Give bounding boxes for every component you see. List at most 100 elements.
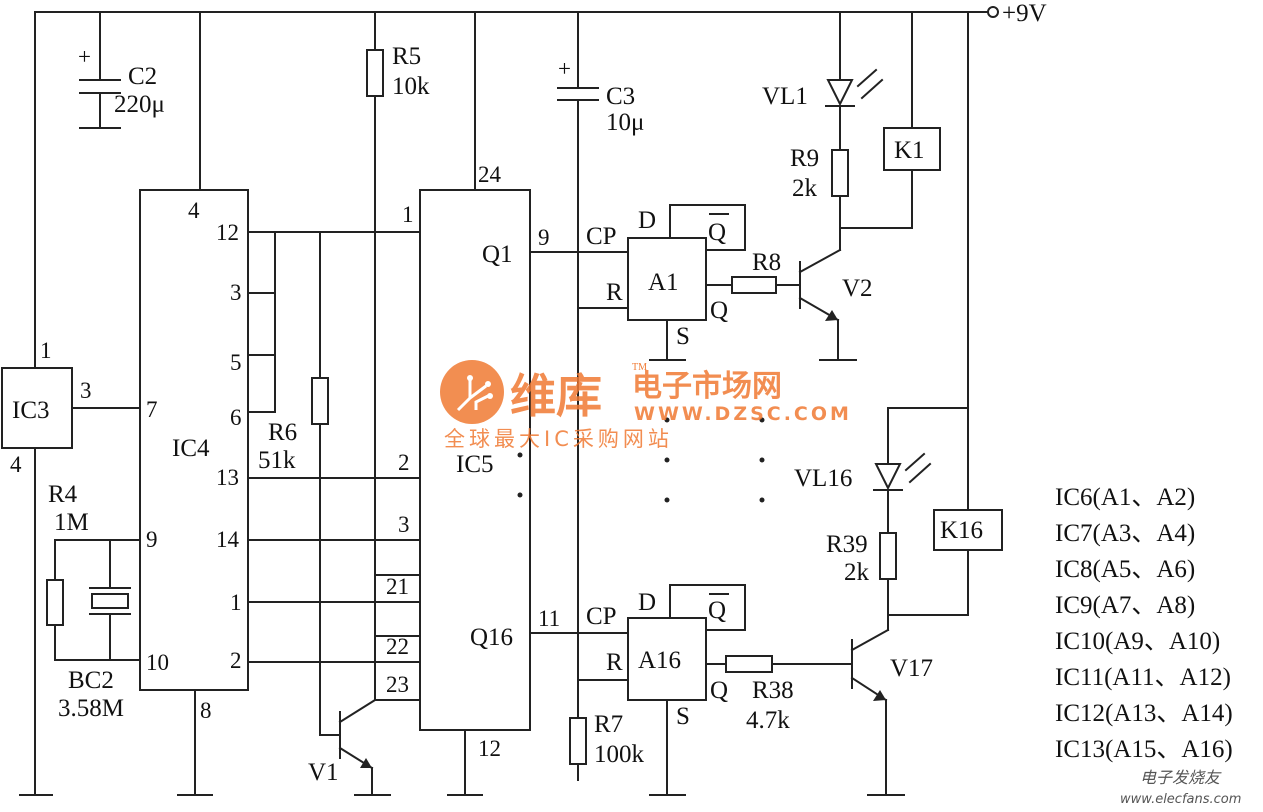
a1-r: R (606, 279, 623, 306)
ic-list-item: IC8(A5、A6) (1055, 556, 1195, 583)
flipflop-a1: A1 D Q CP R Q S (586, 204, 746, 361)
resistor-r9: R9 2k (790, 145, 849, 229)
footer-url: www.elecfans.com (1120, 792, 1241, 807)
ic-list-item: IC6(A1、A2) (1055, 484, 1195, 511)
ic4-pin-5: 5 (230, 350, 242, 375)
v17-label: V17 (890, 655, 933, 682)
v1-label: V1 (308, 759, 339, 786)
ic3-pin-3: 3 (80, 378, 92, 403)
ic4-pin-12: 12 (216, 220, 239, 245)
transistor-v2: V2 (798, 248, 873, 361)
ic5-pin-3: 3 (398, 512, 410, 537)
a16-cp: CP (586, 603, 617, 630)
c3-label: C3 (606, 83, 635, 110)
supply-rail: +9V (34, 0, 1047, 27)
ic5-pin-22: 22 (386, 634, 409, 659)
ic5-pin-23: 23 (386, 672, 409, 697)
ic5-q1: Q1 (482, 241, 513, 268)
capacitor-c3: + C3 10μ (557, 11, 644, 719)
c2-label: C2 (128, 63, 157, 90)
ic-list: IC6(A1、A2) IC7(A3、A4) IC8(A5、A6) IC9(A7、… (1055, 484, 1233, 763)
a16-label: A16 (638, 647, 681, 674)
ic-list-item: IC7(A3、A4) (1055, 520, 1195, 547)
r9-value: 2k (792, 175, 818, 202)
supply-terminal (987, 6, 999, 18)
transistor-v17: V17 (850, 628, 933, 796)
watermark-url: WWW.DZSC.COM (634, 403, 852, 425)
ic4-pin-14: 14 (216, 527, 240, 552)
a1-d: D (638, 207, 656, 234)
capacitor-c2: + C2 220μ (78, 11, 165, 129)
watermark-slogan: 全球最大IC采购网站 (444, 427, 673, 451)
r6-label: R6 (268, 419, 297, 446)
a16-q: Q (710, 677, 728, 704)
ic5-pin-12: 12 (478, 736, 501, 761)
vl1-label: VL1 (762, 83, 808, 110)
led-vl1: VL1 (762, 11, 884, 151)
ic5-q16: Q16 (470, 624, 513, 651)
ic4-label: IC4 (172, 435, 210, 462)
footer-brand: 电子发烧友 (1140, 768, 1222, 787)
ic-list-item: IC13(A15、A16) (1055, 736, 1233, 763)
ic5-pin-1: 1 (402, 202, 414, 227)
oscillator-network: R4 1M BC2 3.58M (46, 481, 141, 722)
ic4-pin-7: 7 (146, 397, 158, 422)
ic5-pin-9: 9 (538, 225, 550, 250)
watermark-brand: 维库 (510, 369, 602, 423)
svg-text:+: + (558, 56, 571, 81)
r9-label: R9 (790, 145, 819, 172)
c3-value: 10μ (606, 109, 644, 136)
ic4-pin-3: 3 (230, 280, 242, 305)
c2-value: 220μ (114, 91, 165, 118)
ic3-pin-1: 1 (40, 338, 52, 363)
a1-label: A1 (648, 269, 679, 296)
bc2-value: 3.58M (58, 695, 124, 722)
resistor-r38: R38 4.7k (725, 655, 794, 734)
ic4-pin-9: 9 (146, 527, 158, 552)
svg-text:+: + (78, 44, 91, 69)
ic3-block: IC3 1 3 4 (1, 338, 92, 477)
crystal-bc2 (91, 593, 129, 609)
ic5-pin-2: 2 (398, 450, 410, 475)
ic4-pin-13: 13 (216, 465, 239, 490)
ic4-pin-6: 6 (230, 405, 242, 430)
r6-value: 51k (258, 447, 296, 474)
a1-q: Q (710, 297, 728, 324)
a16-d: D (638, 589, 656, 616)
bc2-label: BC2 (68, 667, 114, 694)
ic5-pin-21: 21 (386, 574, 409, 599)
ic-list-item: IC12(A13、A14) (1055, 700, 1233, 727)
watermark-logo-icon (440, 360, 504, 424)
resistor-r7: R7 100k (569, 711, 645, 781)
r8-label: R8 (752, 249, 781, 276)
ic-list-item: IC11(A11、A12) (1055, 664, 1231, 691)
resistor-r39: R39 2k (826, 531, 897, 616)
r38-label: R38 (752, 677, 794, 704)
a1-s: S (676, 323, 690, 350)
k16-label: K16 (940, 517, 983, 544)
a16-qbar: Q (708, 597, 726, 624)
ic4-pin-2: 2 (230, 648, 242, 673)
relay-k16: K16 (933, 509, 1003, 551)
r39-label: R39 (826, 531, 868, 558)
footer-logo: 电子发烧友 www.elecfans.com (1120, 768, 1241, 807)
a16-r: R (606, 649, 623, 676)
a1-qbar: Q (708, 219, 726, 246)
ic3-pin-4: 4 (10, 452, 22, 477)
watermark-site: 电子市场网 (632, 369, 782, 404)
resistor-r4 (46, 579, 64, 626)
r7-label: R7 (594, 711, 623, 738)
r7-value: 100k (594, 741, 645, 768)
ic5-block: IC5 24 1 Q1 9 2 3 21 22 23 Q16 11 12 (386, 162, 560, 761)
ic5-pin-11: 11 (538, 606, 560, 631)
ic-list-item: IC10(A9、A10) (1055, 628, 1220, 655)
r5-value: 10k (392, 73, 430, 100)
ic3-label: IC3 (12, 397, 50, 424)
r39-value: 2k (844, 559, 870, 586)
vl16-label: VL16 (794, 465, 852, 492)
flipflop-a16: A16 D Q CP R Q S (586, 584, 746, 796)
ic5-pin-24: 24 (478, 162, 502, 187)
channel-ellipsis (664, 417, 765, 503)
resistor-r6: R6 51k (258, 231, 329, 736)
